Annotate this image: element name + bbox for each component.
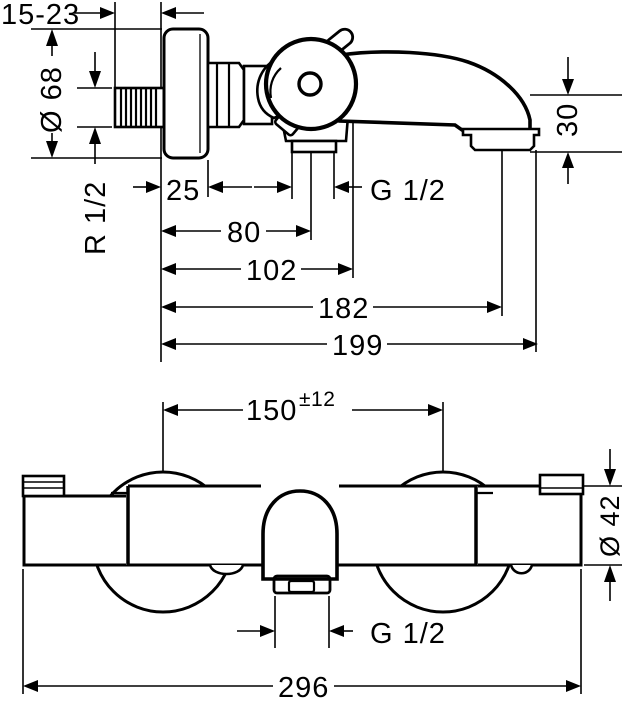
arrowhead-up: [89, 127, 101, 144]
overall-width-label: 296: [278, 672, 329, 704]
arrowhead-left: [163, 404, 178, 416]
arrowhead-up: [562, 152, 574, 168]
front-view: 150 ±12: [21, 388, 624, 704]
hex-nut: [206, 61, 246, 129]
arrowhead-left: [161, 338, 176, 350]
aerator-nub: [287, 579, 316, 594]
connection-tolerance-label: ±12: [299, 388, 335, 411]
arrowhead-left: [161, 7, 176, 19]
grip-cap: [21, 474, 66, 498]
dimension-connection-spacing: 150 ±12: [163, 388, 443, 427]
escutcheon-depth-label: 25: [166, 175, 200, 207]
underside-boss: [509, 564, 534, 575]
dimension-body-depth: 102: [161, 255, 353, 287]
spout-dome: [261, 489, 339, 581]
escutcheon-diameter-label: Ø 68: [36, 66, 68, 133]
right-grip-cap: [538, 473, 585, 496]
arrowhead-right: [566, 680, 581, 692]
arrowhead-up: [604, 565, 616, 582]
spout: [338, 50, 532, 132]
dimension-escutcheon-depth: 25: [133, 175, 252, 207]
arrowhead-left: [329, 625, 344, 637]
arrowhead-left: [161, 301, 176, 313]
spout-projection-label: 199: [332, 330, 383, 362]
thermostat-handle: [263, 36, 359, 132]
wall-depth-label: 15-23: [1, 0, 80, 31]
dimension-shower-thread: G 1/2: [254, 175, 446, 207]
arrowhead-right: [260, 625, 275, 637]
arrowhead-left: [208, 181, 223, 193]
aerator-ring: [461, 127, 541, 152]
arrowhead-right: [296, 225, 311, 237]
dimension-outlet-thread: G 1/2: [237, 618, 446, 650]
arrowhead-down: [89, 71, 101, 88]
spout-front: [261, 489, 339, 595]
arrowhead-down: [46, 141, 58, 158]
outlet-foot: [290, 139, 338, 154]
arrowhead-down: [604, 469, 616, 486]
thread-hatching: [119, 89, 158, 126]
arrowhead-left: [23, 680, 38, 692]
arrowhead-left: [334, 181, 349, 193]
arrowhead-left: [161, 225, 176, 237]
threaded-nipple: [113, 86, 166, 129]
arrowhead-right: [277, 181, 292, 193]
shower-outlet-offset-label: 80: [227, 217, 261, 249]
dimension-spout-outlet-offset: 182: [161, 293, 502, 325]
handle-knob: [263, 36, 359, 132]
inlet-thread-label: R 1/2: [80, 181, 112, 255]
arrowhead-right: [146, 181, 161, 193]
outlet-thread-label: G 1/2: [370, 618, 446, 650]
connection-spacing-label: 150: [246, 395, 297, 427]
arrowhead-right: [338, 263, 353, 275]
arrowhead-left: [161, 263, 176, 275]
dimension-spout-projection: 199: [161, 330, 538, 362]
volume-handle-section: [474, 484, 583, 567]
handle-hub: [297, 71, 323, 97]
temperature-handle-section: [22, 494, 130, 567]
dimension-body-diameter: Ø 42: [595, 449, 624, 601]
grip-inner-arc: [269, 67, 282, 99]
body-depth-label: 102: [246, 255, 297, 287]
arrowhead-right: [487, 301, 502, 313]
dimension-overall-width: 296: [23, 672, 581, 704]
arrowhead-right: [100, 7, 115, 19]
arrowhead-up: [46, 29, 58, 46]
left-grip-cap: [21, 474, 66, 498]
spout-outlet-offset-label: 182: [318, 293, 369, 325]
spout-outlet-height-label: 30: [552, 103, 584, 137]
dimension-shower-outlet-offset: 80: [161, 217, 311, 249]
grip-cap: [538, 473, 585, 496]
arrowhead-down: [562, 79, 574, 95]
side-view-extension-lines: [31, 2, 622, 362]
wall-flange: [162, 27, 210, 160]
arrowhead-right: [523, 338, 538, 350]
front-view-extension-lines: [22, 402, 622, 694]
body-diameter-label: Ø 42: [595, 494, 624, 557]
shower-thread-label: G 1/2: [370, 175, 446, 207]
dimension-escutcheon-diameter: Ø 68: [36, 29, 68, 158]
dimension-wall-depth: 15-23: [1, 0, 204, 31]
arrowhead-right: [428, 404, 443, 416]
flange-body: [162, 27, 210, 160]
dimension-inlet-thread: R 1/2: [80, 52, 112, 255]
dimension-spout-outlet-height: 30: [552, 57, 584, 184]
side-view: 15-23 Ø 68 R 1/2: [1, 0, 622, 362]
underside-boss: [208, 564, 245, 576]
